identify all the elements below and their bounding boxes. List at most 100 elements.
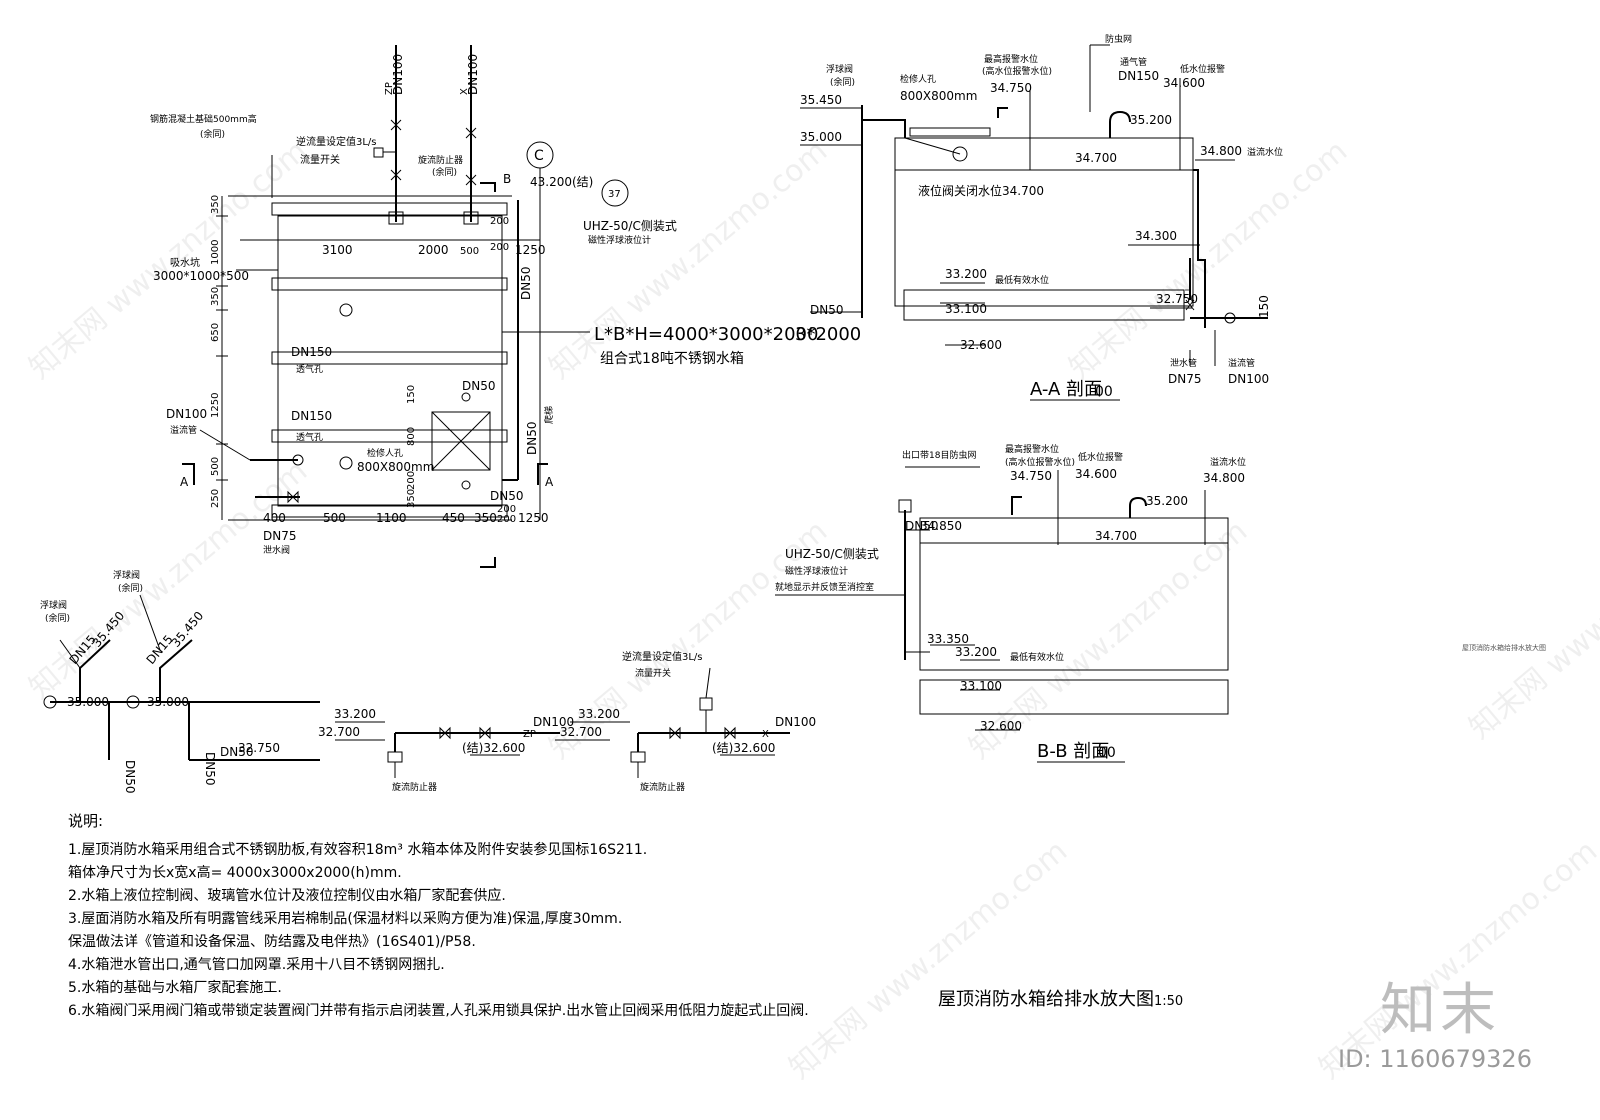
vortex-preventer xyxy=(630,751,646,763)
vortex-preventer xyxy=(463,211,479,225)
pipe-size: DN100 xyxy=(775,715,816,729)
note-line: 保温做法详《管道和设备保温、防结露及电伴热》(16S401)/P58. xyxy=(68,934,476,950)
float-valve-label: 浮球阀 xyxy=(113,569,140,581)
dim: 200 xyxy=(490,216,509,227)
level: 35.200 xyxy=(1130,113,1172,127)
dim: 1250 xyxy=(515,243,546,257)
section-title-overlap: 00 xyxy=(1098,745,1116,761)
insect-net: 防虫网 xyxy=(1105,33,1132,45)
pipe-size: DN75 xyxy=(263,529,297,543)
level: 34.850 xyxy=(920,519,962,533)
notes-block: 说明: 1.屋顶消防水箱采用组合式不锈钢肋板,有效容积18m³ 水箱本体及附件安… xyxy=(68,810,908,1023)
pipe-size: DN50 xyxy=(810,303,844,317)
level: 35.000 xyxy=(147,695,189,709)
section-mark xyxy=(537,463,548,485)
level: 32.600 xyxy=(980,719,1022,733)
pipe-size: DN150 xyxy=(291,409,332,423)
base-strip xyxy=(271,504,508,518)
section-title: B-B 剖面 xyxy=(1037,741,1109,762)
pipe-code: X xyxy=(459,88,470,95)
level: 34.600 xyxy=(1075,467,1117,481)
overflow-label: 溢流管 xyxy=(170,424,197,436)
float-valve-label: 浮球阀 xyxy=(40,599,67,611)
manhole-label: 检修人孔 xyxy=(367,447,403,459)
note-line: 4.水箱泄水管出口,通气管口加网罩.采用十八目不锈钢网捆扎. xyxy=(68,957,445,973)
high-alarm: (高水位报警水位) xyxy=(982,65,1052,77)
level: (结)32.600 xyxy=(462,741,525,755)
level: (结)32.600 xyxy=(712,741,775,755)
level: 33.200 xyxy=(334,707,376,721)
pipe-size: DN50 xyxy=(525,422,539,456)
float-arm xyxy=(904,137,961,155)
tank-outline xyxy=(277,215,503,507)
pipe-size: DN100 xyxy=(1228,372,1269,386)
side-note: 屋顶消防水箱给排水放大图 xyxy=(1462,644,1546,652)
level: 33.200 xyxy=(945,267,987,281)
note-line: 6.水箱阀门采用阀门箱或带锁定装置阀门并带有指示启闭装置,人孔采用锁具保护.出水… xyxy=(68,1003,809,1019)
ladder-label: 爬梯 xyxy=(543,406,555,424)
manhole-x xyxy=(431,411,491,471)
valve-symbol xyxy=(287,490,299,504)
backflow-setting: 逆流量设定值3L/s xyxy=(622,650,703,663)
section-label: A xyxy=(545,475,554,489)
watermark: 知末网 www.znzmo.com xyxy=(543,134,834,386)
drain-pipe-label: 泄水管 xyxy=(1170,357,1197,369)
max-alarm: 最高报警水位 xyxy=(984,53,1038,65)
axis-c: C xyxy=(534,148,544,164)
min-level: 最低有效水位 xyxy=(1010,651,1064,663)
dim: 250 xyxy=(210,489,221,508)
id-tag: ID: 1160679326 xyxy=(1338,1045,1532,1073)
vortex-preventer xyxy=(388,211,404,225)
manhole xyxy=(431,411,491,471)
level-meter-name: 磁性浮球液位计 xyxy=(588,234,651,246)
pipe-size: DN100 xyxy=(391,54,405,95)
leader xyxy=(139,594,161,651)
level: 33.100 xyxy=(945,302,987,316)
dim: 150 xyxy=(406,385,417,404)
same-note: (余同) xyxy=(45,612,70,624)
leader xyxy=(59,639,81,669)
dim: 2000 xyxy=(418,243,449,257)
overflow-pipe xyxy=(1193,169,1206,328)
pipe-size: DN50 xyxy=(490,489,524,503)
float-valve-detail: 浮球阀 (余同) 浮球阀 (余同) DN15 DN15 35.450 35.45… xyxy=(40,569,320,794)
plan-view: 钢筋混凝土基础500mm高 (余同) 逆流量设定值3L/s 流量开关 旋流防止器… xyxy=(150,45,861,568)
base-strip xyxy=(271,429,508,443)
pipe-size: DN100 xyxy=(533,715,574,729)
note-line: 箱体净尺寸为长x宽x高= 4000x3000x2000(h)mm. xyxy=(68,865,402,881)
dim: 1250 xyxy=(518,511,549,525)
leader xyxy=(199,429,251,461)
valve-symbol xyxy=(465,127,477,186)
manhole-size: 800X800mm xyxy=(900,89,977,103)
dim: 500 xyxy=(210,457,221,476)
float-ball xyxy=(43,695,57,709)
flow-switch-box xyxy=(699,697,713,711)
note-line: 2.水箱上液位控制阀、玻璃管水位计及液位控制仪由水箱厂家配套供应. xyxy=(68,888,506,904)
pipe-size: DN50 xyxy=(905,519,939,533)
vortex-preventer xyxy=(387,751,403,763)
dim: 350 xyxy=(406,489,417,508)
level: 35.450 xyxy=(800,93,842,107)
same-note: (余同) xyxy=(118,582,143,594)
level: 33.200 xyxy=(578,707,620,721)
overflow-pipe-label: 溢流管 xyxy=(1228,357,1255,369)
base-strip xyxy=(271,351,508,365)
vortex-preventer-label: 旋流防止器 xyxy=(418,154,463,166)
dim: 350 xyxy=(210,195,221,214)
level: 35.200 xyxy=(1146,494,1188,508)
level: 34.700 xyxy=(1075,151,1117,165)
dim: 350 xyxy=(210,287,221,306)
watermark: 知末网 www.znzmo.com xyxy=(23,134,314,386)
sump-label: 吸水坑 xyxy=(170,256,200,269)
section-mark xyxy=(182,463,195,485)
vortex-label: 旋流防止器 xyxy=(640,781,685,793)
level: 32.700 xyxy=(560,725,602,739)
outlet-net: 出口带18目防虫网 xyxy=(902,449,976,461)
dim: 1250 xyxy=(210,393,221,418)
dim: 200 xyxy=(497,514,516,525)
sump-size: 3000*1000*500 xyxy=(153,269,249,283)
low-alarm: 低水位报警 xyxy=(1180,63,1225,75)
pipe-size: DN50 xyxy=(123,760,137,794)
dim: 3100 xyxy=(322,243,353,257)
